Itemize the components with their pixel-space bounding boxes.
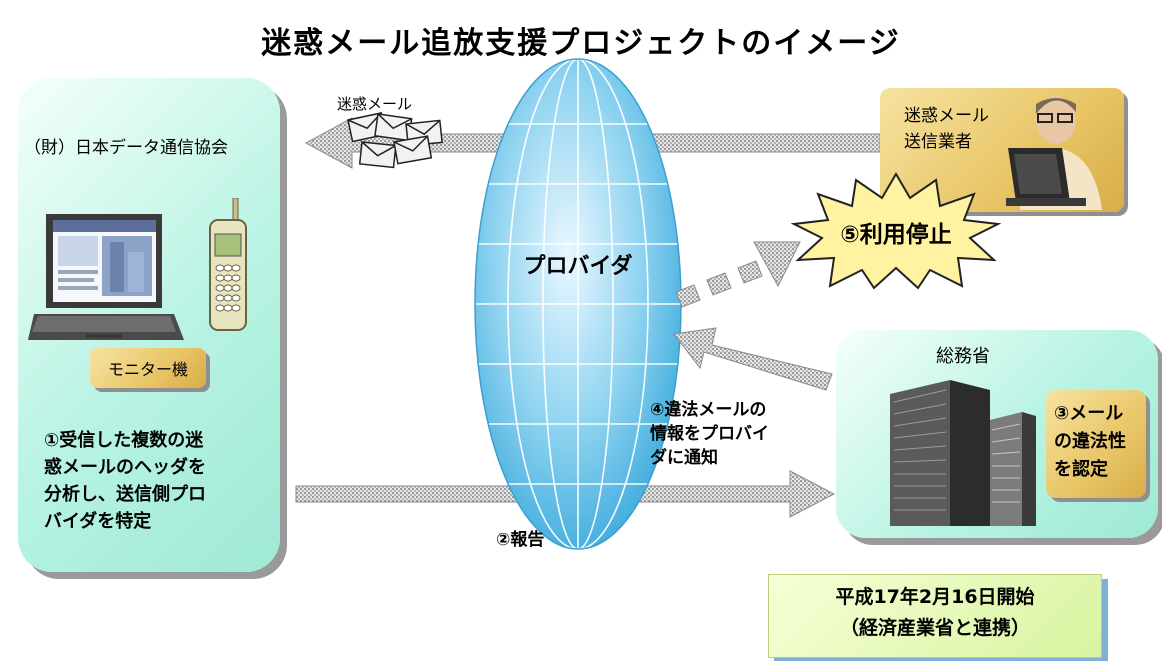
mobile-phone-icon xyxy=(209,198,247,331)
diagram-title: 迷惑メール追放支援プロジェクトのイメージ xyxy=(261,26,901,61)
step1-line: 惑メールのヘッダを xyxy=(44,457,206,478)
step3-line: の違法性 xyxy=(1054,431,1126,452)
start-info-line: 平成17年2月16日開始 xyxy=(835,586,1035,608)
step2-report-label: ②報告 xyxy=(496,530,545,550)
start-info-line: （経済産業省と連携） xyxy=(839,617,1030,639)
monitor-device-label-text: モニター機 xyxy=(107,360,188,379)
service-stop-burst xyxy=(790,172,1002,290)
spammer-label-line: 送信業者 xyxy=(904,132,972,152)
spam-mail-label: 迷惑メール xyxy=(337,95,413,113)
start-info-text: 平成17年2月16日開始 （経済産業省と連携） xyxy=(768,582,1102,644)
envelopes-icon xyxy=(347,112,443,169)
step4-line: ダに通知 xyxy=(650,448,718,468)
monitor-device-label: モニター機 xyxy=(90,348,206,388)
ministry-name: 総務省 xyxy=(936,346,990,367)
step4-line: ④違法メールの xyxy=(650,400,767,420)
notify-arrow xyxy=(673,327,833,391)
step3-line: を認定 xyxy=(1054,459,1108,480)
step1-line: 分析し、送信側プロ xyxy=(44,484,206,505)
association-name: （財）日本データ通信協会 xyxy=(24,138,228,158)
stop-dashed-arrow xyxy=(675,241,801,308)
office-building-icon xyxy=(890,380,1036,526)
provider-label: プロバイダ xyxy=(523,254,633,279)
spammer-label: 迷惑メール 送信業者 xyxy=(904,103,989,155)
provider-globe xyxy=(474,58,682,550)
step1-text: ①受信した複数の迷 惑メールのヘッダを 分析し、送信側プロ バイダを特定 xyxy=(44,427,276,535)
step3-text: ③メール の違法性 を認定 xyxy=(1054,400,1126,484)
start-info-box xyxy=(768,574,1102,658)
service-stop-label: ⑤利用停止 xyxy=(840,222,952,248)
step1-line: バイダを特定 xyxy=(44,511,152,532)
laptop-icon xyxy=(28,214,184,340)
step4-text: ④違法メールの 情報をプロバイ ダに通知 xyxy=(650,398,769,470)
spammer-person-icon xyxy=(1006,96,1102,210)
step4-line: 情報をプロバイ xyxy=(650,424,769,444)
step1-line: ①受信した複数の迷 xyxy=(44,430,204,451)
step3-line: ③メール xyxy=(1054,403,1124,424)
step3-box xyxy=(1046,390,1146,498)
spammer-label-line: 迷惑メール xyxy=(904,106,989,126)
